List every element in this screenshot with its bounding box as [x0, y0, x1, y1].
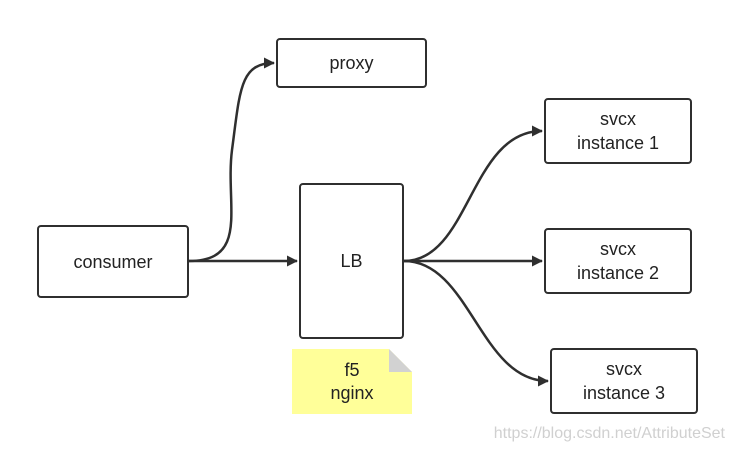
node-consumer[interactable]: consumer — [37, 225, 189, 298]
node-lb-label: LB — [340, 251, 363, 271]
edge-consumer-to-proxy — [188, 57, 275, 263]
node-svcx-instance-1-label: svcx instance 1 — [576, 109, 660, 153]
edge-lb-to-svc1 — [403, 125, 543, 263]
node-svcx-instance-3[interactable]: svcx instance 3 — [550, 348, 698, 414]
node-proxy[interactable]: proxy — [276, 38, 427, 88]
node-lb[interactable]: LB — [299, 183, 404, 339]
note-label: f5 nginx — [330, 359, 374, 403]
node-proxy-label: proxy — [329, 53, 374, 73]
node-svcx-instance-2-label: svcx instance 2 — [576, 239, 660, 283]
node-svcx-instance-3-label: svcx instance 3 — [582, 359, 666, 403]
node-svcx-instance-1[interactable]: svcx instance 1 — [544, 98, 692, 164]
edge-lb-to-svc3 — [403, 259, 549, 387]
watermark-text: https://blog.csdn.net/AttributeSet — [493, 425, 725, 442]
node-consumer-label: consumer — [73, 251, 153, 272]
note-shape — [292, 349, 412, 414]
node-svcx-instance-2[interactable]: svcx instance 2 — [544, 228, 692, 294]
note-f5-nginx[interactable]: f5 nginx — [292, 349, 412, 414]
